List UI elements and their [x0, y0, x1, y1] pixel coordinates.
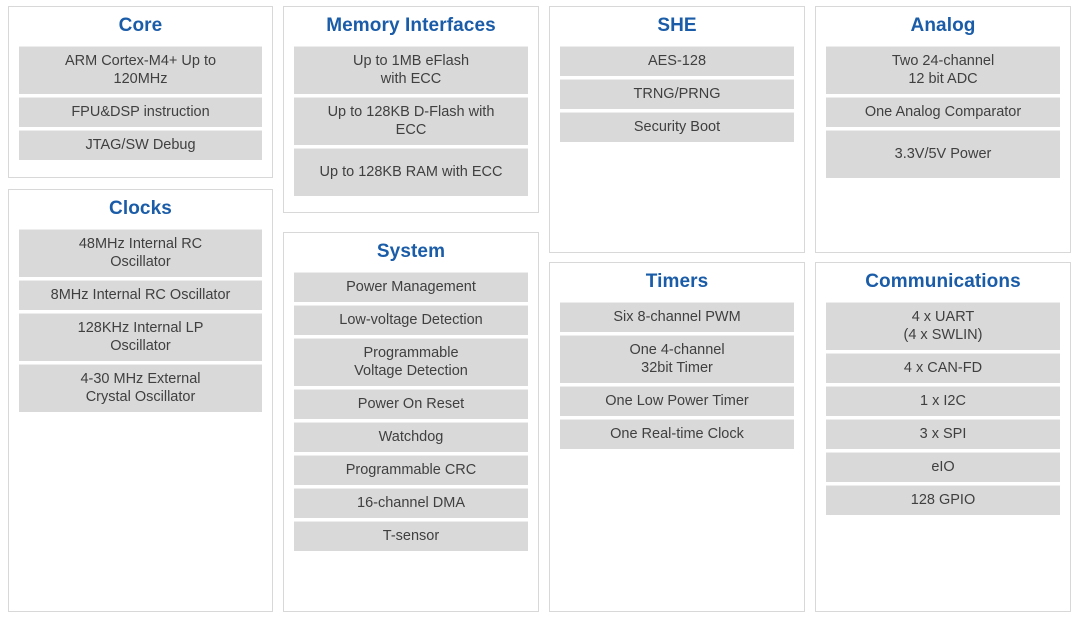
block-item: One Real-time Clock: [560, 418, 794, 449]
panel-she: SHE AES-128 TRNG/PRNG Security Boot: [549, 6, 805, 253]
panel-items-clocks: 48MHz Internal RC Oscillator 8MHz Intern…: [19, 228, 262, 412]
block-item: Power Management: [294, 271, 528, 302]
panel-title-communications: Communications: [865, 271, 1021, 292]
block-item: 3 x SPI: [826, 418, 1060, 449]
block-item: Programmable Voltage Detection: [294, 337, 528, 386]
panel-items-she: AES-128 TRNG/PRNG Security Boot: [560, 45, 794, 142]
block-item: eIO: [826, 451, 1060, 482]
block-item: 16-channel DMA: [294, 487, 528, 518]
panel-analog: Analog Two 24-channel 12 bit ADC One Ana…: [815, 6, 1071, 253]
block-item: 4-30 MHz External Crystal Oscillator: [19, 363, 262, 412]
block-item: Watchdog: [294, 421, 528, 452]
block-item: JTAG/SW Debug: [19, 129, 262, 160]
panel-items-communications: 4 x UART (4 x SWLIN) 4 x CAN-FD 1 x I2C …: [826, 301, 1060, 515]
block-item: Security Boot: [560, 111, 794, 142]
block-item: 4 x UART (4 x SWLIN): [826, 301, 1060, 350]
block-item: Up to 128KB RAM with ECC: [294, 147, 528, 196]
block-item: One 4-channel 32bit Timer: [560, 334, 794, 383]
block-item: AES-128: [560, 45, 794, 76]
block-item: 48MHz Internal RC Oscillator: [19, 228, 262, 277]
block-item: Up to 128KB D-Flash with ECC: [294, 96, 528, 145]
panel-system: System Power Management Low-voltage Dete…: [283, 232, 539, 612]
block-item: T-sensor: [294, 520, 528, 551]
panel-title-system: System: [376, 241, 446, 262]
block-item: ARM Cortex-M4+ Up to 120MHz: [19, 45, 262, 94]
panel-title-analog: Analog: [910, 15, 976, 36]
block-item: One Low Power Timer: [560, 385, 794, 416]
block-item: 4 x CAN-FD: [826, 352, 1060, 383]
panel-communications: Communications 4 x UART (4 x SWLIN) 4 x …: [815, 262, 1071, 612]
panel-title-clocks: Clocks: [109, 198, 172, 219]
panel-title-memory-interfaces: Memory Interfaces: [326, 15, 496, 36]
block-item: TRNG/PRNG: [560, 78, 794, 109]
panel-items-analog: Two 24-channel 12 bit ADC One Analog Com…: [826, 45, 1060, 178]
panel-items-timers: Six 8-channel PWM One 4-channel 32bit Ti…: [560, 301, 794, 449]
panel-memory-interfaces: Memory Interfaces Up to 1MB eFlash with …: [283, 6, 539, 213]
block-item: 3.3V/5V Power: [826, 129, 1060, 178]
panel-items-core: ARM Cortex-M4+ Up to 120MHz FPU&DSP inst…: [19, 45, 262, 160]
block-item: Power On Reset: [294, 388, 528, 419]
block-item: 8MHz Internal RC Oscillator: [19, 279, 262, 310]
block-item: 1 x I2C: [826, 385, 1060, 416]
panel-core: Core ARM Cortex-M4+ Up to 120MHz FPU&DSP…: [8, 6, 273, 178]
block-item: 128KHz Internal LP Oscillator: [19, 312, 262, 361]
block-item: Up to 1MB eFlash with ECC: [294, 45, 528, 94]
panel-timers: Timers Six 8-channel PWM One 4-channel 3…: [549, 262, 805, 612]
panel-title-core: Core: [118, 15, 163, 36]
block-item: 128 GPIO: [826, 484, 1060, 515]
panel-title-timers: Timers: [645, 271, 709, 292]
block-item: One Analog Comparator: [826, 96, 1060, 127]
panel-title-she: SHE: [657, 15, 697, 36]
panel-clocks: Clocks 48MHz Internal RC Oscillator 8MHz…: [8, 189, 273, 612]
block-item: FPU&DSP instruction: [19, 96, 262, 127]
panel-items-memory-interfaces: Up to 1MB eFlash with ECC Up to 128KB D-…: [294, 45, 528, 196]
block-item: Six 8-channel PWM: [560, 301, 794, 332]
block-item: Two 24-channel 12 bit ADC: [826, 45, 1060, 94]
block-item: Programmable CRC: [294, 454, 528, 485]
panel-items-system: Power Management Low-voltage Detection P…: [294, 271, 528, 551]
block-item: Low-voltage Detection: [294, 304, 528, 335]
